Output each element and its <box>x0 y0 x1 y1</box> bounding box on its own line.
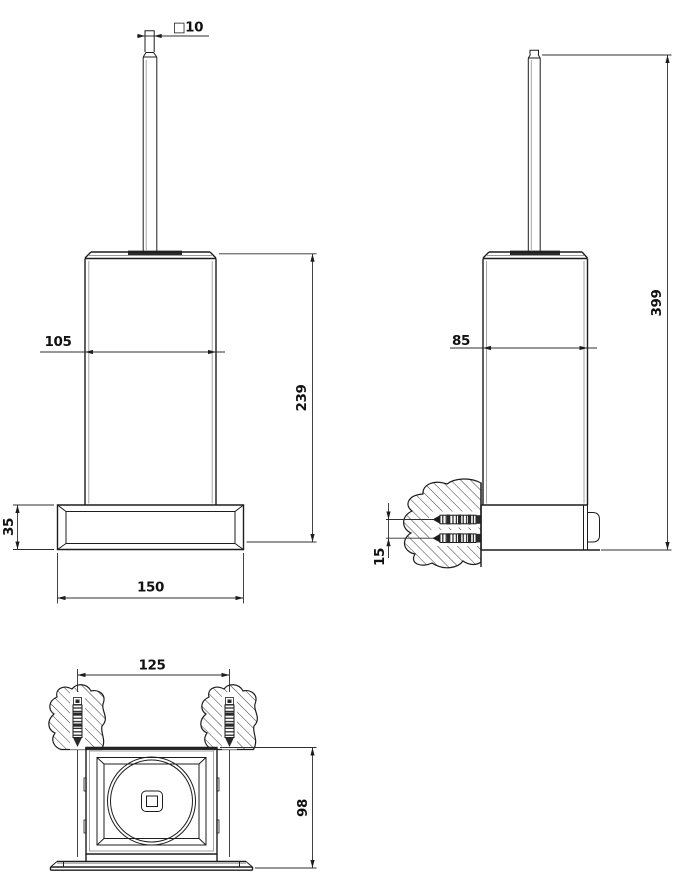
dim-side-body-depth: 85 <box>450 333 597 351</box>
dim-front-base-height: 35 <box>1 504 54 550</box>
holder-base-top <box>49 854 254 871</box>
top-view: 125 <box>48 658 317 871</box>
dim-front-base-width: 150 <box>57 553 244 604</box>
dim-label-side-total-height: 399 <box>649 290 665 317</box>
handle-socket <box>141 790 163 812</box>
dim-label-front-body-width: 105 <box>45 334 72 350</box>
holder-body-side <box>482 258 589 505</box>
side-view: 15 85 399 <box>372 49 672 569</box>
dim-top-screw-spacing: 125 <box>77 658 230 678</box>
brush-handle-front <box>142 30 158 252</box>
brush-handle-side <box>527 49 541 252</box>
holder-body-front <box>84 258 217 505</box>
dim-top-total-depth: 98 <box>220 747 317 869</box>
dim-label-handle-section: □10 <box>173 20 203 36</box>
dim-side-total-height: 399 <box>542 54 672 551</box>
wall-anchor-left <box>48 684 106 751</box>
anchor-screw-right <box>224 697 235 747</box>
dim-label-side-screw-spacing: 15 <box>372 548 388 566</box>
dim-label-side-body-depth: 85 <box>452 333 470 349</box>
holder-base-side <box>480 504 600 551</box>
dim-label-front-body-height: 239 <box>294 385 310 412</box>
wall-screw-upper <box>386 514 482 525</box>
anchor-screw-left <box>72 697 83 747</box>
dim-label-front-base-width: 150 <box>137 580 164 596</box>
holder-lid-side <box>482 250 589 260</box>
dim-label-top-total-depth: 98 <box>295 799 311 817</box>
cup-opening-circle <box>107 756 196 846</box>
dim-side-screw-spacing: 15 <box>372 503 391 566</box>
wall-screw-lower <box>386 533 482 544</box>
dim-front-body-width: 105 <box>40 334 225 355</box>
dim-front-body-height: 239 <box>219 253 317 543</box>
wall-anchor-right <box>200 684 258 751</box>
holder-lid-front <box>84 250 217 260</box>
holder-base-front <box>56 504 245 551</box>
front-view: □10 105 239 35 150 <box>1 20 317 604</box>
dim-handle-section: □10 <box>137 20 209 39</box>
dim-label-front-base-height: 35 <box>1 518 17 536</box>
dim-label-top-screw-spacing: 125 <box>139 658 166 674</box>
holder-body-top <box>83 746 220 855</box>
